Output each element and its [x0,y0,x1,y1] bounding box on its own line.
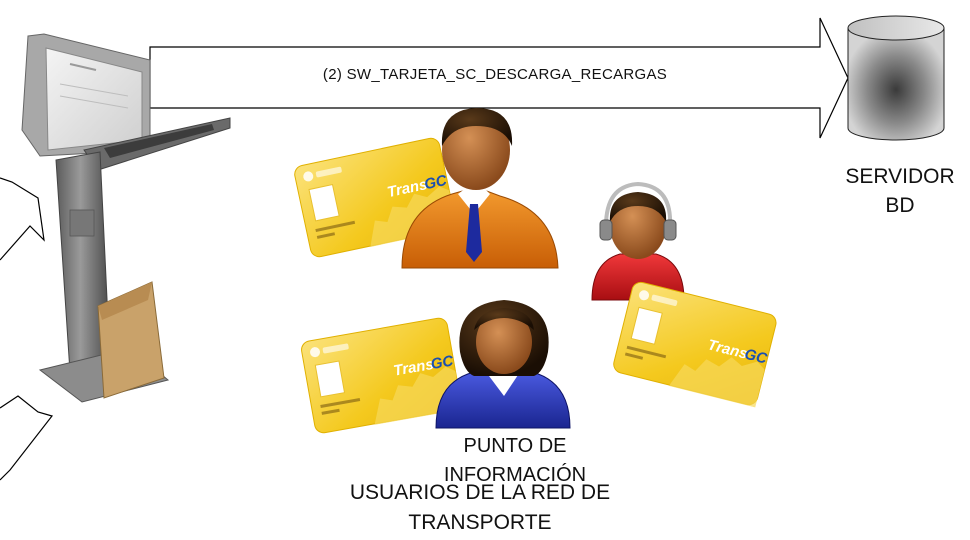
arrow-label: (2) SW_TARJETA_SC_DESCARGA_RECARGAS [322,66,668,83]
users-label: USUARIOS DE LA RED DE TRANSPORTE [290,478,670,538]
server-label-line2: BD [885,194,915,217]
incoming-arrow-bottom [0,395,54,481]
users-label-line2: TRANSPORTE [408,511,552,534]
user-avatar-orange [401,108,559,269]
incoming-arrow-top [0,177,45,261]
transport-card-2 [611,279,780,408]
kiosk-label: PUNTO DE INFORMACIÓN [420,432,610,490]
user-avatar-blue [435,300,571,429]
database-icon [847,15,945,141]
server-label: SERVIDOR BD [835,162,965,220]
kiosk-icon [21,33,231,403]
users-label-line1: USUARIOS DE LA RED DE [349,481,611,504]
kiosk-label-line2: INFORMACIÓN [443,464,587,486]
server-label-line1: SERVIDOR [845,165,955,188]
flow-arrow-to-server [149,17,849,139]
kiosk-label-line1: PUNTO DE [463,435,567,457]
